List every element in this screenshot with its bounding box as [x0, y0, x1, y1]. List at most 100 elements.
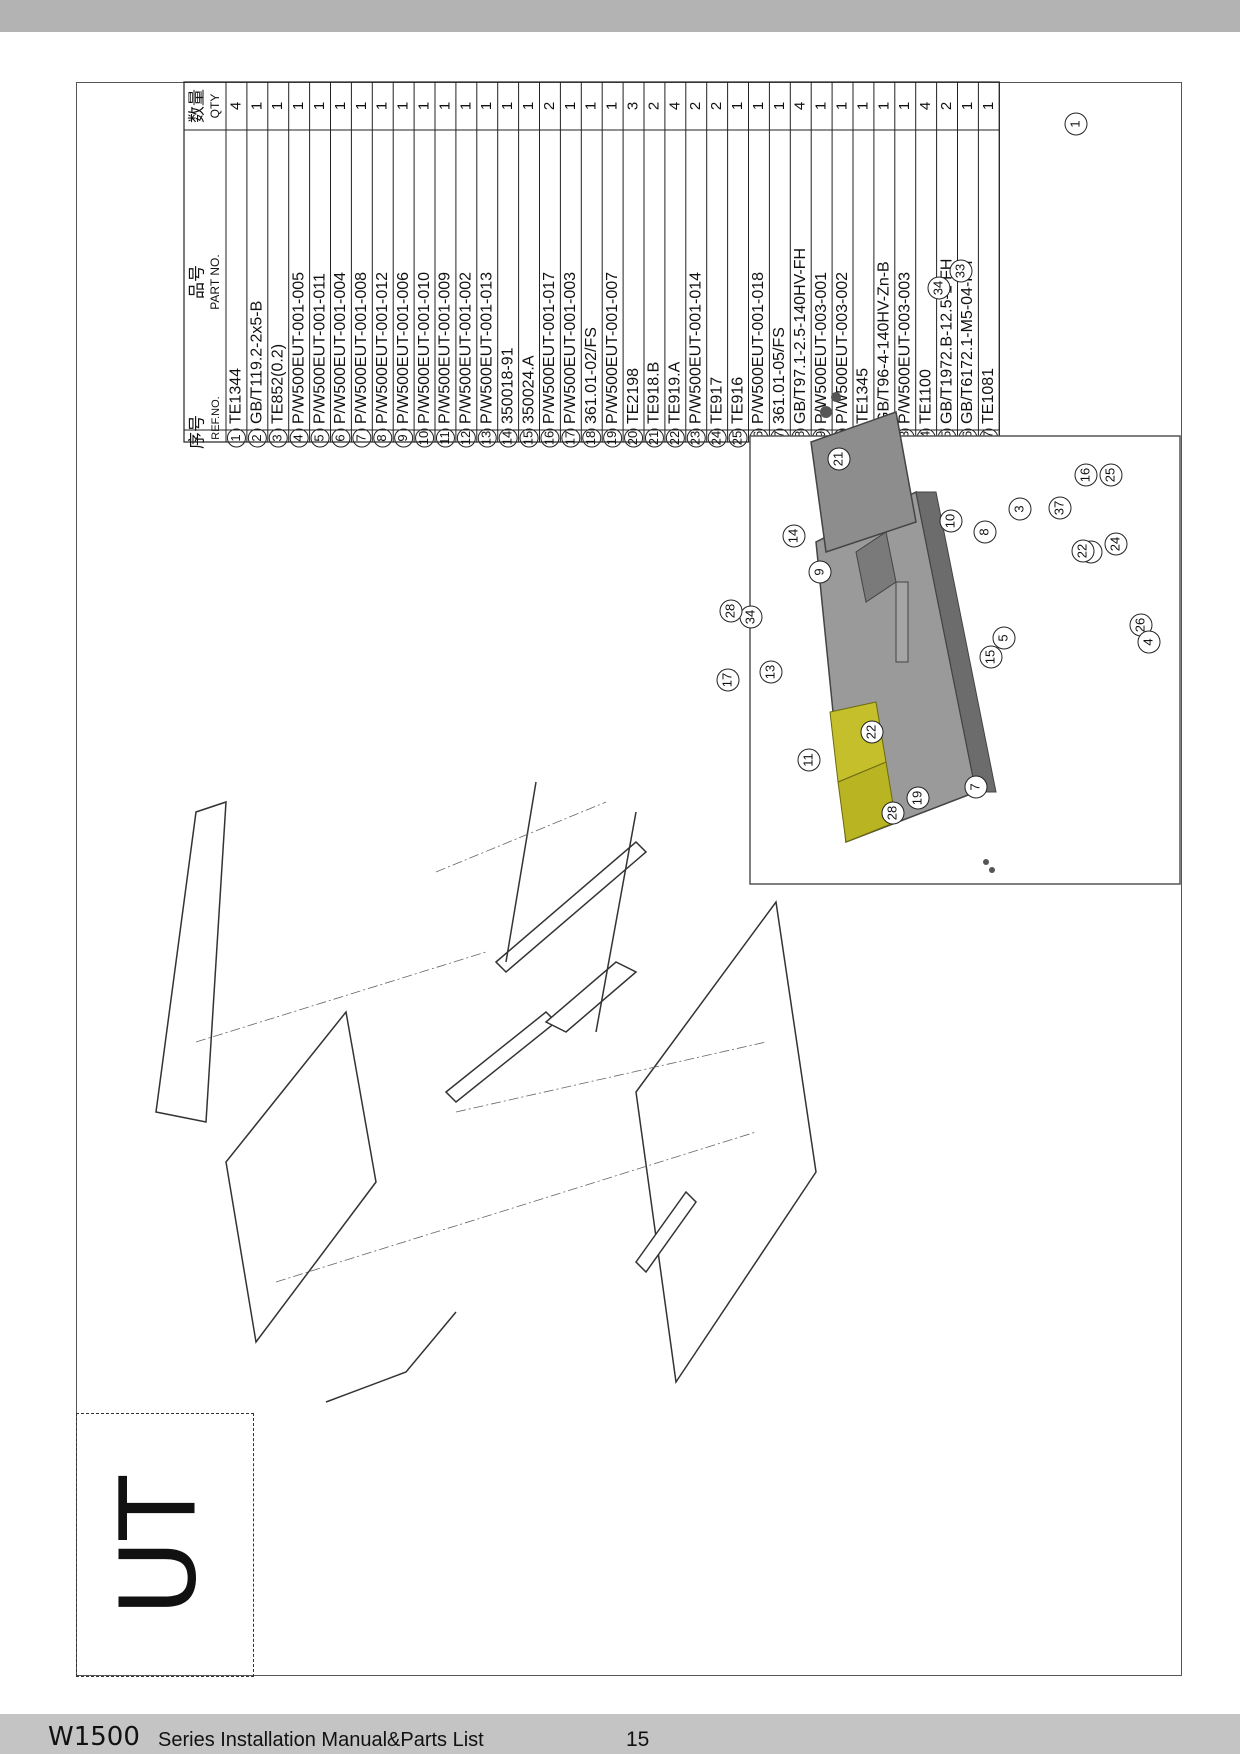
table-cell-ref: 20: [625, 431, 640, 445]
table-cell-part: P/W500EUT-001-008: [353, 272, 370, 424]
table-cell-ref: 5: [311, 434, 326, 441]
callout-number: 3: [1011, 505, 1026, 512]
ref-circle: [226, 428, 246, 448]
table-cell-ref: 7: [353, 434, 368, 441]
callout-number: 5: [995, 634, 1010, 641]
table-cell-qty: 1: [290, 102, 307, 110]
callout-bubbles: 3031212933343532362516122426202718373810…: [716, 112, 1161, 825]
ref-circle: [603, 428, 623, 448]
table-cell-part: GB/T119.2-2x5-B: [249, 301, 266, 424]
table-cell-qty: 1: [896, 102, 913, 110]
ref-circle: [498, 428, 518, 448]
table-cell-ref: 24: [709, 431, 724, 445]
table-cell-part: TE919.A: [667, 361, 684, 424]
callout-circle: [808, 560, 832, 584]
callout-number: 4: [1140, 638, 1155, 645]
callout-number: 13: [762, 665, 777, 679]
ref-circle: [268, 428, 288, 448]
table-cell-ref: 22: [667, 431, 682, 445]
ref-circle: [707, 428, 727, 448]
ref-circle: [582, 428, 602, 448]
section-label: UT: [97, 1476, 219, 1616]
callout-circle: [759, 660, 783, 684]
table-cell-qty: 2: [708, 102, 725, 110]
table-cell-part: GB/T97.1-2.5-140HV-FH: [792, 248, 809, 424]
callout-circle: [973, 520, 997, 544]
table-cell-part: P/W500EUT-001-017: [541, 272, 558, 424]
callout-circle: [797, 748, 821, 772]
table-cell-qty: 1: [813, 102, 830, 110]
table-cell-qty: 1: [750, 102, 767, 110]
callout-circle: [1074, 463, 1098, 487]
page-number: 15: [626, 1728, 650, 1751]
table-cell-qty: 1: [980, 102, 997, 110]
table-cell-ref: 2: [249, 434, 264, 441]
table-cell-qty: 1: [311, 102, 328, 110]
table-cell-part: 361.01-02/FS: [583, 327, 600, 424]
table-cell-qty: 1: [332, 102, 349, 110]
callout-circle: [979, 645, 1003, 669]
callout-circle: [992, 626, 1016, 650]
table-cell-part: TE1344: [228, 368, 245, 424]
callout-circle: [949, 259, 973, 283]
exploded-view-drawing: 3031212933343532362516122426202718373810…: [155, 112, 1181, 1403]
table-cell-qty: 2: [687, 102, 704, 110]
callout-number: 1: [1067, 120, 1082, 127]
ref-circle: [665, 428, 685, 448]
table-cell-part: P/W500EUT-001-018: [750, 272, 767, 424]
callout-number: 19: [909, 791, 924, 805]
table-cell-part: P/W500EUT-001-006: [395, 272, 412, 424]
table-cell-part: P/W500EUT-001-014: [687, 272, 704, 424]
table-cell-qty: 4: [227, 102, 244, 110]
table-cell-ref: 17: [562, 431, 577, 445]
table-cell-ref: 16: [541, 431, 556, 445]
table-cell-qty: 1: [583, 102, 600, 110]
callout-circle: [1048, 496, 1072, 520]
ref-circle: [394, 428, 414, 448]
table-cell-qty: 4: [917, 102, 934, 110]
table-cell-qty: 1: [395, 102, 412, 110]
callout-number: 8: [976, 528, 991, 535]
callout-circle: [782, 524, 806, 548]
callout-number: 28: [722, 604, 737, 618]
table-cell-part: 361.01-05/FS: [771, 327, 788, 424]
callout-number: 24: [1107, 537, 1122, 551]
table-cell-ref: 14: [500, 431, 515, 445]
table-cell-ref: 18: [583, 431, 598, 445]
ref-circle: [644, 428, 664, 448]
callout-number: 25: [1102, 468, 1117, 482]
header-part-cn: 品号: [187, 265, 206, 299]
table-cell-part: GB/T1972.B-12.5-1-FH: [938, 259, 955, 424]
table-cell-qty: 2: [938, 102, 955, 110]
table-cell-part: TE916: [729, 377, 746, 424]
callout-number: 34: [742, 610, 757, 624]
callout-number: 22: [863, 725, 878, 739]
footer-title: Series Installation Manual&Parts List: [158, 1729, 484, 1751]
table-cell-ref: 1: [228, 434, 243, 441]
table-cell-part: 350018-91: [499, 347, 516, 424]
table-cell-part: GB/T6172.1-M5-04-FH: [959, 260, 976, 424]
callout-circle: [1104, 532, 1128, 556]
table-cell-qty: 3: [625, 102, 642, 110]
table-cell-qty: 1: [416, 102, 433, 110]
callout-number: 16: [1077, 468, 1092, 482]
callout-circle: [827, 447, 851, 471]
callout-circle: [964, 775, 988, 799]
callout-number: 9: [811, 568, 826, 575]
callout-circle: [1137, 630, 1161, 654]
table-cell-part: P/W500EUT-001-004: [332, 272, 349, 424]
callout-circle: [881, 801, 905, 825]
callout-number: 21: [830, 452, 845, 466]
top-band: [0, 0, 1240, 32]
table-cell-ref: 3: [270, 434, 285, 441]
table-cell-qty: 4: [792, 102, 809, 110]
callout-number: 10: [942, 514, 957, 528]
table-cell-qty: 1: [248, 102, 265, 110]
callout-circle: [939, 509, 963, 533]
callout-circle: [1071, 539, 1095, 563]
table-cell-part: P/W500EUT-001-009: [437, 272, 454, 424]
callout-circle: [1099, 463, 1123, 487]
table-cell-qty: 2: [541, 102, 558, 110]
table-cell-part: TE917: [708, 377, 725, 424]
